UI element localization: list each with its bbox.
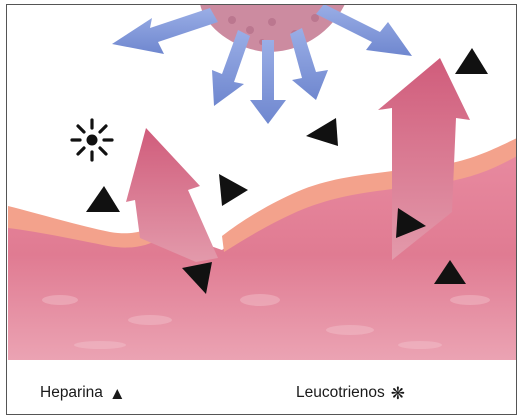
legend-leucotrienos: Leucotrienos ❋: [296, 384, 405, 402]
triangle-icon: ▲: [109, 385, 126, 402]
figure-frame: [6, 4, 517, 415]
legend-heparina: Heparina ▲: [40, 384, 126, 402]
legend-leucotrienos-label: Leucotrienos: [296, 384, 385, 402]
asterisk-icon: ❋: [391, 385, 405, 402]
legend-heparina-label: Heparina: [40, 384, 103, 402]
